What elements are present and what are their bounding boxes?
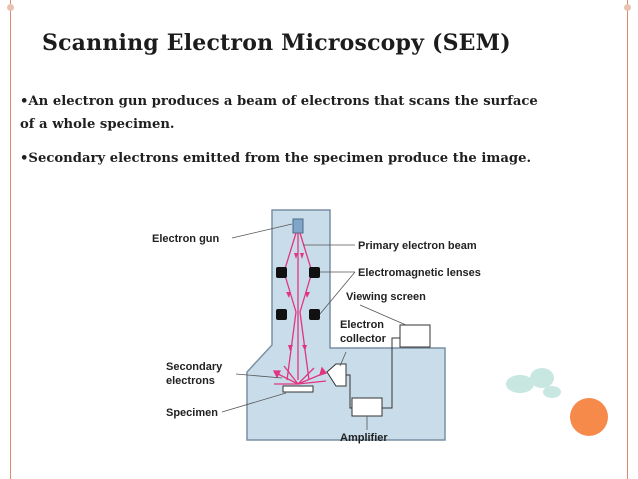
wires [346,337,400,409]
specimen-shape [282,385,314,393]
secondary-electron-arrows [272,365,328,385]
label-specimen: Specimen [166,407,218,419]
bullet-secondary-electrons: •Secondary electrons emitted from the sp… [20,151,532,166]
label-electron-gun: Electron gun [152,233,220,245]
amplifier-shape [351,397,383,417]
label-leaders [221,223,407,430]
beam-arrows [286,253,310,351]
electromagnetic-lenses [276,267,320,320]
label-electron-collector-1: Electron [340,319,384,331]
label-primary-beam: Primary electron beam [358,240,477,252]
label-amplifier: Amplifier [340,432,388,444]
accent-circle [570,398,608,436]
label-secondary-2: electrons [166,375,215,387]
bullet-electron-gun: •An electron gun produces a beam of elec… [20,94,538,132]
label-secondary-1: Secondary [166,361,223,373]
frame-dot [7,4,14,11]
frame-dot [624,4,631,11]
slide-frame-left [10,0,11,479]
label-electron-collector-2: collector [340,333,387,345]
label-lenses: Electromagnetic lenses [358,267,481,279]
label-viewing-screen: Viewing screen [346,291,426,303]
slide-frame-right [627,0,628,479]
viewing-screen-shape [399,324,431,348]
electron-gun-shape [292,218,304,234]
slide-title: Scanning Electron Microscopy (SEM) [42,30,511,56]
decorative-blobs [506,368,561,398]
